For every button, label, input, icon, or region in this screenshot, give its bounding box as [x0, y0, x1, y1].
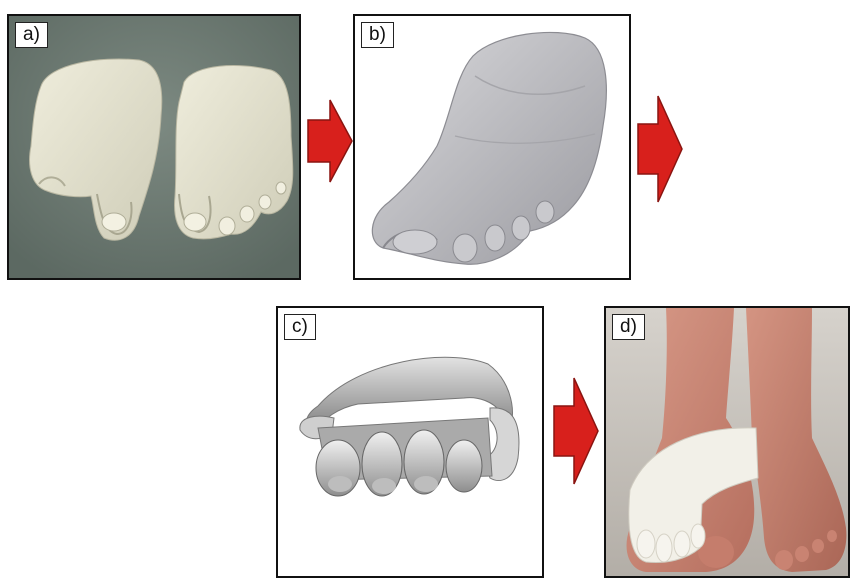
right-arrow-icon [636, 94, 684, 204]
panel-a-label: a) [15, 22, 48, 48]
panel-c-label: c) [284, 314, 316, 340]
panel-b-label: b) [361, 22, 394, 48]
orthosis-model [278, 308, 542, 576]
scanned-foot-model [355, 16, 629, 278]
panel-b-3d-scan: b) [353, 14, 631, 280]
panel-d-label: d) [612, 314, 645, 340]
panel-a-plaster-casts: a) [7, 14, 301, 280]
plaster-cast-image [9, 16, 299, 278]
patient-foot-photo [606, 308, 848, 576]
panel-d-fitted-orthosis: d) [604, 306, 850, 578]
panel-c-orthosis-design: c) [276, 306, 544, 578]
right-arrow-icon [552, 376, 600, 486]
right-arrow-icon [306, 98, 354, 184]
